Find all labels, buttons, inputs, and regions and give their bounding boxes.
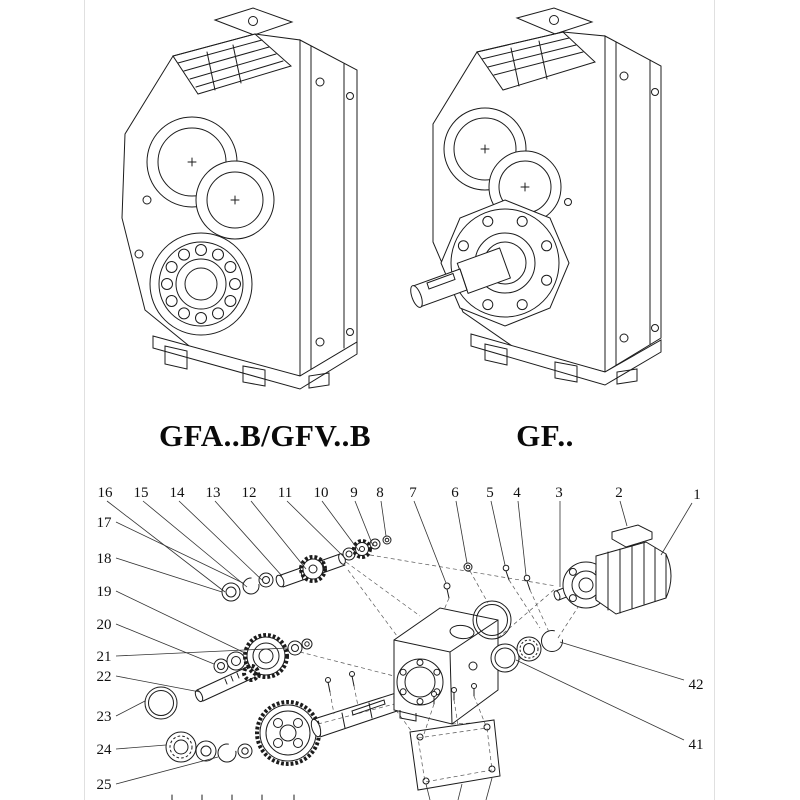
motor-assembly (553, 524, 672, 615)
leader-lines (106, 500, 693, 785)
callout-25: 25 (97, 777, 112, 793)
callout-4: 4 (513, 485, 521, 501)
ball-bearing (516, 636, 542, 662)
gearbox-drawing-gf (410, 7, 662, 386)
bearing-ring-set (472, 600, 563, 673)
callout-10: 10 (314, 485, 329, 501)
back-panel (299, 39, 358, 377)
model-label-gf: GF.. (516, 418, 574, 453)
gasket-ring (472, 600, 512, 640)
back-panel (604, 35, 662, 373)
exploded-parts-diagram: 16 15 14 13 12 11 10 9 8 7 6 5 4 3 2 1 1… (97, 485, 704, 800)
callout-22: 22 (97, 669, 112, 685)
callout-14: 14 (170, 485, 186, 501)
intermediate-gear-assembly (144, 633, 313, 720)
callout-17: 17 (97, 515, 113, 531)
gearbox-drawing-gfab (121, 7, 358, 390)
gear-housing (393, 607, 499, 725)
cropped-bottom-callouts (171, 777, 493, 800)
circlip (217, 743, 237, 763)
callout-8: 8 (376, 485, 384, 501)
callout-41: 41 (689, 737, 704, 753)
callout-7: 7 (409, 485, 417, 501)
model-label-gfab: GFA..B/GFV..B (158, 418, 372, 453)
input-shaft-assembly (221, 535, 392, 602)
callout-11: 11 (278, 485, 292, 501)
base-feet (152, 335, 358, 390)
pinion-gear (299, 555, 327, 583)
callout-42: 42 (689, 677, 704, 693)
fastener-bolts (443, 562, 550, 633)
callout-20: 20 (97, 617, 112, 633)
page-edge-line (714, 0, 715, 800)
o-ring (144, 686, 178, 720)
page-edge-line (84, 0, 85, 800)
callout-16: 16 (98, 485, 114, 501)
base-feet (470, 333, 662, 386)
shaft-bores (146, 116, 275, 240)
callout-19: 19 (97, 584, 112, 600)
callout-12: 12 (242, 485, 257, 501)
terminal-box (611, 524, 653, 548)
output-gear-assembly (165, 671, 403, 766)
output-bearing (149, 232, 253, 336)
callout-24: 24 (97, 742, 113, 758)
callout-9: 9 (350, 485, 358, 501)
callout-18: 18 (97, 551, 112, 567)
output-shaft (410, 247, 512, 308)
callout-21: 21 (97, 649, 112, 665)
callout-6: 6 (451, 485, 459, 501)
callout-13: 13 (206, 485, 221, 501)
callout-15: 15 (134, 485, 149, 501)
circlip (541, 630, 563, 652)
lifting-lug (213, 7, 294, 36)
callout-5: 5 (486, 485, 494, 501)
lifting-lug (515, 7, 594, 35)
circlip (242, 577, 260, 595)
intermediate-gear (243, 633, 289, 679)
callout-2: 2 (615, 485, 623, 501)
cover-plate (409, 683, 501, 791)
callout-3: 3 (555, 485, 563, 501)
callout-1: 1 (693, 487, 701, 503)
callout-23: 23 (97, 709, 112, 725)
